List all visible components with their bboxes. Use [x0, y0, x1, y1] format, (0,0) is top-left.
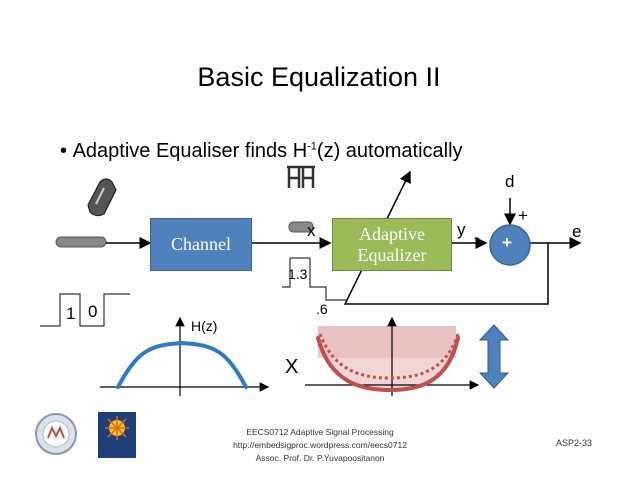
- equalizer-response-plot: [305, 316, 480, 396]
- times-symbol: X: [285, 356, 299, 378]
- y-label: y: [457, 220, 466, 239]
- e-label: e: [572, 222, 582, 241]
- source-signal-block: [55, 236, 107, 248]
- channel-block: Channel: [150, 218, 252, 271]
- bullet-text: Adaptive Equaliser finds H: [72, 140, 308, 162]
- footer-author: Assoc. Prof. Dr. P.Yuvapoositanon: [255, 453, 385, 463]
- footer-url: http://embedsigproc.wordpress.com/eecs07…: [233, 440, 407, 450]
- plus-sign: +: [518, 206, 528, 225]
- cesdsp-logo-icon: [98, 412, 136, 458]
- summing-plus-symbol: +: [502, 233, 512, 252]
- slide-title: Basic Equalization II: [197, 62, 441, 92]
- channel-label: Channel: [171, 234, 231, 254]
- bullet-dot: •: [60, 140, 73, 162]
- phone-icon: [87, 178, 117, 217]
- double-arrow-icon: [478, 324, 510, 389]
- coefficient-1-label: 1.3: [288, 266, 308, 282]
- received-signal-block: [288, 221, 314, 233]
- h-inverse-icon: [287, 165, 315, 188]
- impulse-waveform: [40, 293, 130, 327]
- footer-course: EECS0712 Adaptive Signal Processing: [246, 427, 394, 437]
- d-label: d: [505, 172, 515, 191]
- coefficient-2-label: .6: [316, 301, 328, 317]
- adaptive-equalizer-block: Adaptive Equalizer: [332, 218, 452, 271]
- university-logo-icon: [35, 413, 77, 455]
- minus-sign: -: [474, 228, 480, 247]
- impulse-1-label: 1: [66, 304, 76, 323]
- slide-number: ASP2-33: [556, 438, 593, 448]
- footer-text: EECS0712 Adaptive Signal Processing http…: [210, 426, 430, 465]
- summing-junction: [489, 224, 531, 266]
- bullet-point: • Adaptive Equaliser finds H-1(z) automa…: [60, 140, 463, 163]
- bullet-superscript: -1: [307, 140, 317, 153]
- hz-plot: [100, 316, 270, 396]
- bullet-text-rest: (z) automatically: [316, 140, 463, 162]
- equalizer-label-line1: Adaptive: [359, 223, 425, 244]
- impulse-0-label: 0: [88, 302, 98, 321]
- x-label: x: [307, 221, 316, 240]
- coefficient-waveform: [282, 257, 346, 301]
- hz-label: H(z): [191, 318, 218, 334]
- equalizer-label-line2: Equalizer: [357, 244, 427, 265]
